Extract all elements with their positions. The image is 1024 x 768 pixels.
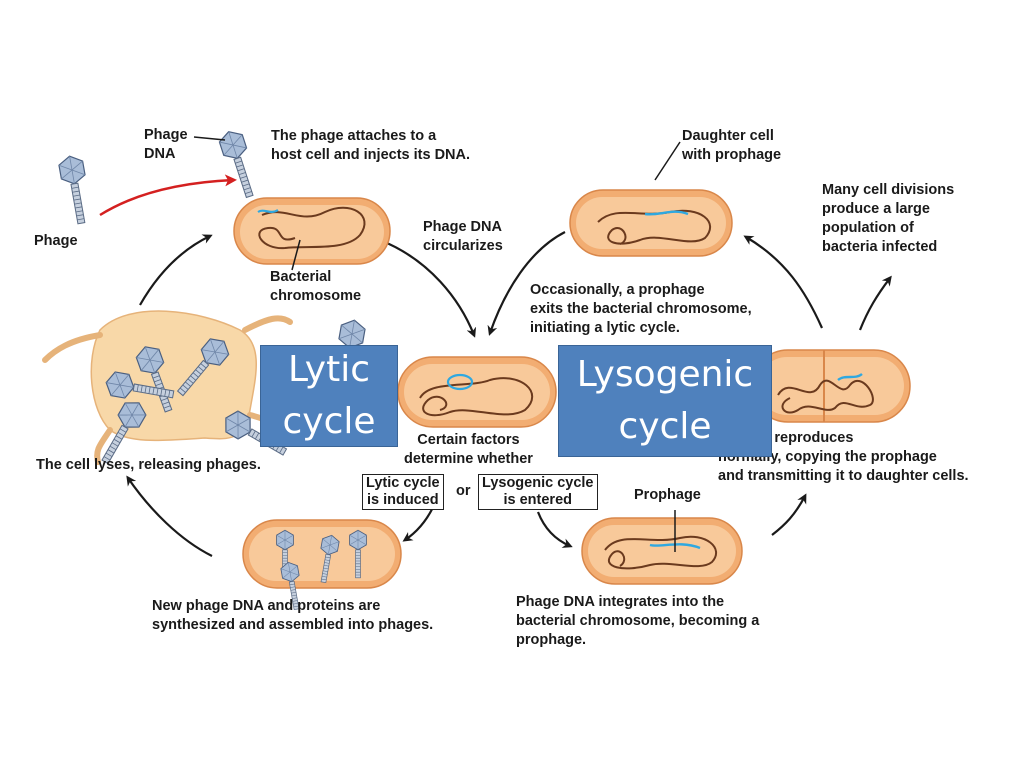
- cell-dividing: [751, 349, 911, 423]
- arrow-center-to-lysogenic: [536, 511, 573, 548]
- label-lysogenic-entered: Lysogenic cycle is entered: [478, 474, 598, 510]
- label-daughter-cell: Daughter cell with prophage: [682, 128, 782, 163]
- label-attach: The phage attaches to a host cell and in…: [271, 128, 471, 163]
- lysogenic-cycle-title: Lysogenic cycle: [558, 345, 772, 457]
- arrow-assembly-to-lysis: [126, 475, 213, 557]
- phage-attached-icon: [216, 127, 262, 201]
- arrow-attach-to-center: [379, 238, 477, 338]
- cell-lysing: [42, 310, 293, 465]
- chromosome-leader: [291, 239, 301, 271]
- arrow-lysis-to-attach: [139, 234, 213, 306]
- label-lyses: The cell lyses, releasing phages.: [36, 457, 261, 473]
- label-occasionally: Occasionally, a prophage exits the bacte…: [530, 282, 752, 336]
- lytic-title-line-1: Lytic: [288, 349, 370, 390]
- label-circularizes: Phage DNA circularizes: [423, 219, 503, 254]
- cell-daughter: [569, 141, 733, 257]
- label-phage: Phage: [34, 233, 78, 249]
- red-arrow-phage-to-cell: [99, 174, 237, 217]
- label-new-phage-dna: New phage DNA and proteins are synthesiz…: [152, 598, 434, 633]
- arrow-daughter-to-center: [487, 231, 566, 336]
- lytic-title-line-2: cycle: [282, 401, 376, 442]
- label-integrates: Phage DNA integrates into the bacterial …: [516, 594, 760, 648]
- label-phage-dna: Phage DNA: [144, 127, 188, 162]
- label-prophage: Prophage: [634, 487, 701, 503]
- lysogenic-title-line-1: Lysogenic: [576, 354, 754, 395]
- label-lytic-induced: Lytic cycle is induced: [362, 474, 444, 510]
- cell-attachment: [233, 197, 391, 265]
- label-certain-factors: Certain factors determine whether: [404, 432, 533, 467]
- lytic-cycle-title: Lytic cycle: [260, 345, 398, 447]
- label-or: or: [456, 483, 471, 499]
- phage-dna-leader: [193, 136, 226, 141]
- phage-free-icon: [57, 153, 94, 226]
- lysogenic-title-line-2: cycle: [618, 406, 712, 447]
- cell-center: [397, 356, 557, 428]
- label-bacterial-chromosome: Bacterial chromosome: [270, 269, 362, 304]
- arrow-prophage-to-reproduce: [771, 493, 807, 536]
- cell-assembly: [242, 519, 402, 612]
- arrow-reproduce-to-daughter: [743, 235, 824, 329]
- arrow-many-divisions: [858, 275, 892, 331]
- cell-prophage: [581, 510, 743, 585]
- label-many-divisions: Many cell divisions produce a large popu…: [822, 182, 955, 255]
